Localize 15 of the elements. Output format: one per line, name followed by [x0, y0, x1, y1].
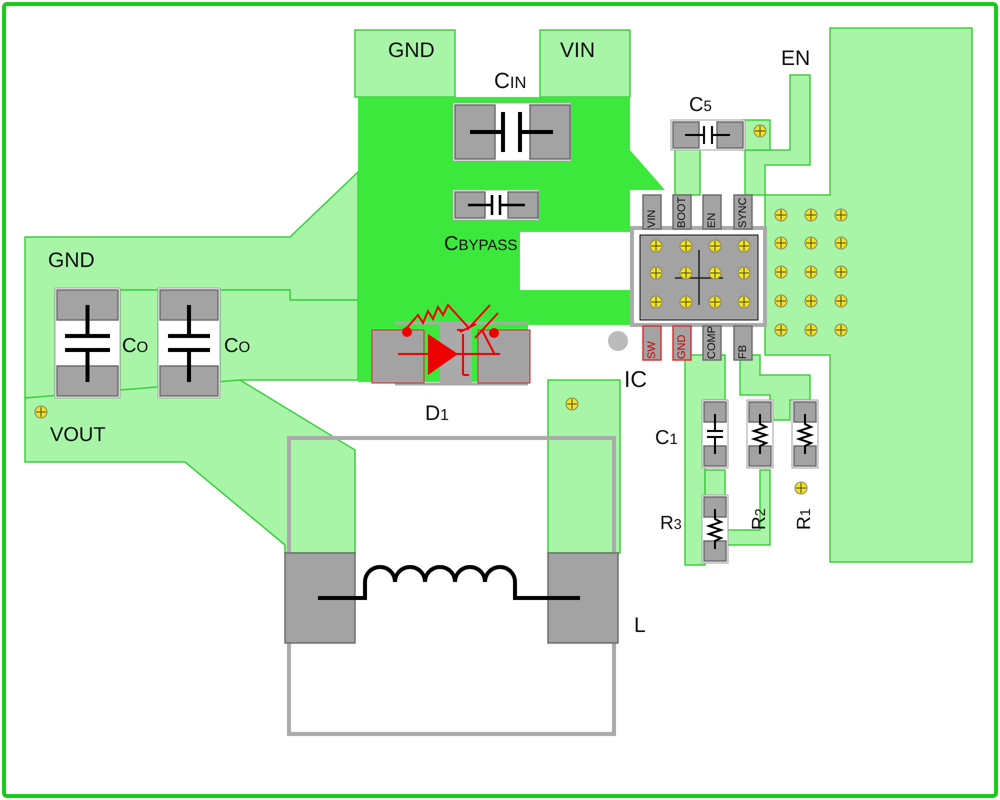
pin-label: SYNC — [738, 197, 748, 228]
net-label: GND — [388, 40, 435, 61]
pin-label: VIN — [646, 210, 658, 228]
net-label: GND — [48, 250, 95, 271]
pin-label: GND — [676, 334, 688, 359]
net-label: VIN — [560, 40, 596, 61]
net-label: VOUT — [50, 425, 106, 445]
pin-label: FB — [738, 344, 748, 359]
pin-label: BOOT — [676, 196, 688, 228]
component-label: L — [634, 615, 646, 636]
pin-label: EN — [706, 212, 718, 228]
pin-label: COMP — [706, 326, 718, 359]
component-label: IC — [624, 368, 647, 391]
net-label: EN — [781, 48, 810, 69]
pin-label: SW — [646, 341, 658, 359]
